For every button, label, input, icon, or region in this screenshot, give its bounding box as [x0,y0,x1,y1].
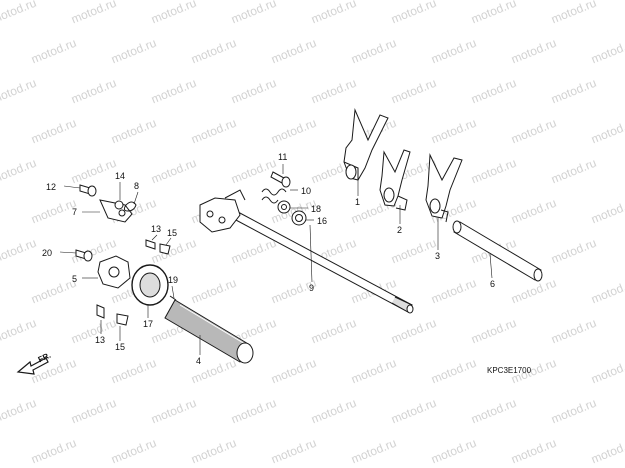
callout-2: 2 [397,225,402,235]
callout-labels: 1 2 3 6 9 11 10 18 16 12 7 14 8 20 5 13 … [42,152,495,366]
callout-3: 3 [435,251,440,261]
callout-13-upper: 13 [151,224,161,234]
washer-15-upper [159,243,171,255]
bolt-12 [79,184,97,197]
shift-drum-4 [164,295,254,364]
spring-10 [261,188,287,204]
shift-plate-5 [97,255,131,289]
gearshift-spindle-9 [199,189,414,314]
washer-15-lower [116,313,129,326]
leader-lines [59,164,493,355]
callout-12: 12 [46,182,56,192]
callout-4: 4 [196,356,201,366]
oil-seal-16 [291,210,307,226]
diagram-code: KPC3E1700 [487,366,532,375]
callout-11: 11 [278,152,287,162]
callout-15-upper: 15 [167,228,177,238]
callout-10: 10 [301,186,311,196]
washer-14 [114,200,124,210]
shift-drum-cam-17 [131,264,169,306]
callout-17: 17 [143,319,153,329]
callout-15-lower: 15 [115,342,125,352]
callout-5: 5 [72,274,77,284]
bolt-13-lower [96,304,105,319]
bolt-13-upper [145,239,156,250]
front-direction-arrow-icon [16,357,49,375]
callout-13-lower: 13 [95,335,105,345]
spring-8 [123,201,137,212]
shift-fork-1 [343,108,389,181]
callout-18: 18 [311,204,321,214]
callout-9: 9 [309,283,314,293]
callout-7: 7 [72,207,77,217]
bolt-20 [75,249,93,262]
callout-8: 8 [134,181,139,191]
shift-fork-2 [379,149,411,211]
shift-fork-3 [425,153,463,223]
callout-14: 14 [115,171,125,181]
callout-16: 16 [317,216,327,226]
callout-6: 6 [490,279,495,289]
callout-1: 1 [355,197,360,207]
collar-18 [277,200,291,214]
fork-shaft-6 [452,220,543,282]
bolt-11 [270,171,291,188]
callout-19: 19 [168,275,178,285]
callout-20: 20 [42,248,52,258]
